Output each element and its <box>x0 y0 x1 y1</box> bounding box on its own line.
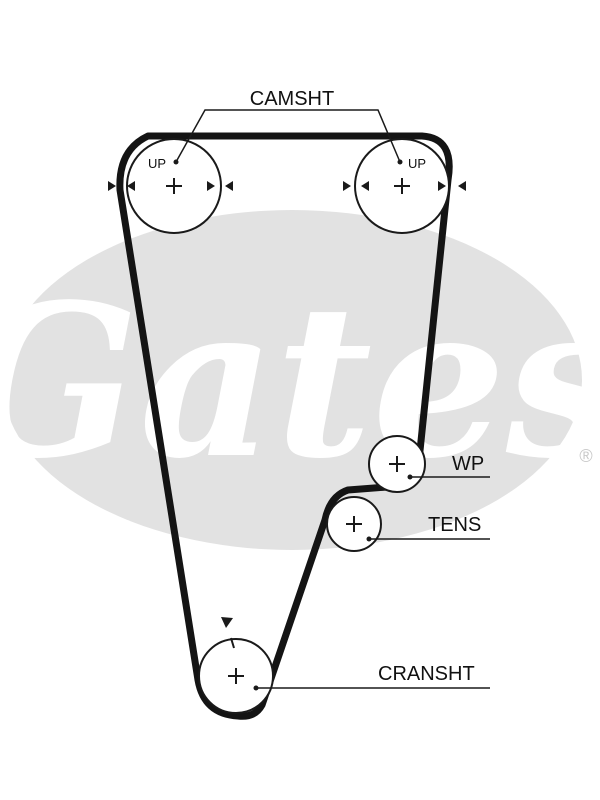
water-pump-label: WP <box>452 453 484 475</box>
arrow-left-icon <box>361 181 369 191</box>
arrow-left-icon <box>127 181 135 191</box>
camshaft-leader-line <box>175 109 401 163</box>
camshaft-label: CAMSHT <box>250 88 334 110</box>
crankshaft-pulley: CRANSHT <box>198 617 490 714</box>
arrow-left-icon <box>458 181 466 191</box>
watermark-logo-text: Gates <box>0 258 600 505</box>
arrow-right-icon <box>343 181 351 191</box>
crosshair-icon <box>228 668 244 684</box>
arrow-right-icon <box>108 181 116 191</box>
crosshair-icon <box>166 178 182 194</box>
crosshair-icon <box>346 516 362 532</box>
watermark-registered-mark: ® <box>579 446 592 466</box>
arrow-left-icon <box>225 181 233 191</box>
timing-mark-dash <box>230 637 235 649</box>
water-pump-pulley: WP <box>368 435 490 493</box>
camshaft-pulley-right: UP <box>354 138 450 234</box>
crosshair-icon <box>389 456 405 472</box>
camshaft-pulley-left: UP <box>126 138 222 234</box>
tensioner-label: TENS <box>428 514 481 536</box>
camshaft-callout: CAMSHT <box>175 88 401 163</box>
up-label-left: UP <box>148 156 166 171</box>
alignment-marks <box>108 181 466 191</box>
crosshair-icon <box>394 178 410 194</box>
arrow-right-icon <box>207 181 215 191</box>
up-label-right: UP <box>408 156 426 171</box>
tensioner-pulley: TENS <box>326 496 490 552</box>
timing-mark-icon <box>221 617 233 628</box>
crankshaft-label: CRANSHT <box>378 663 475 685</box>
arrow-right-icon <box>438 181 446 191</box>
gates-watermark: Gates ® <box>0 210 600 550</box>
